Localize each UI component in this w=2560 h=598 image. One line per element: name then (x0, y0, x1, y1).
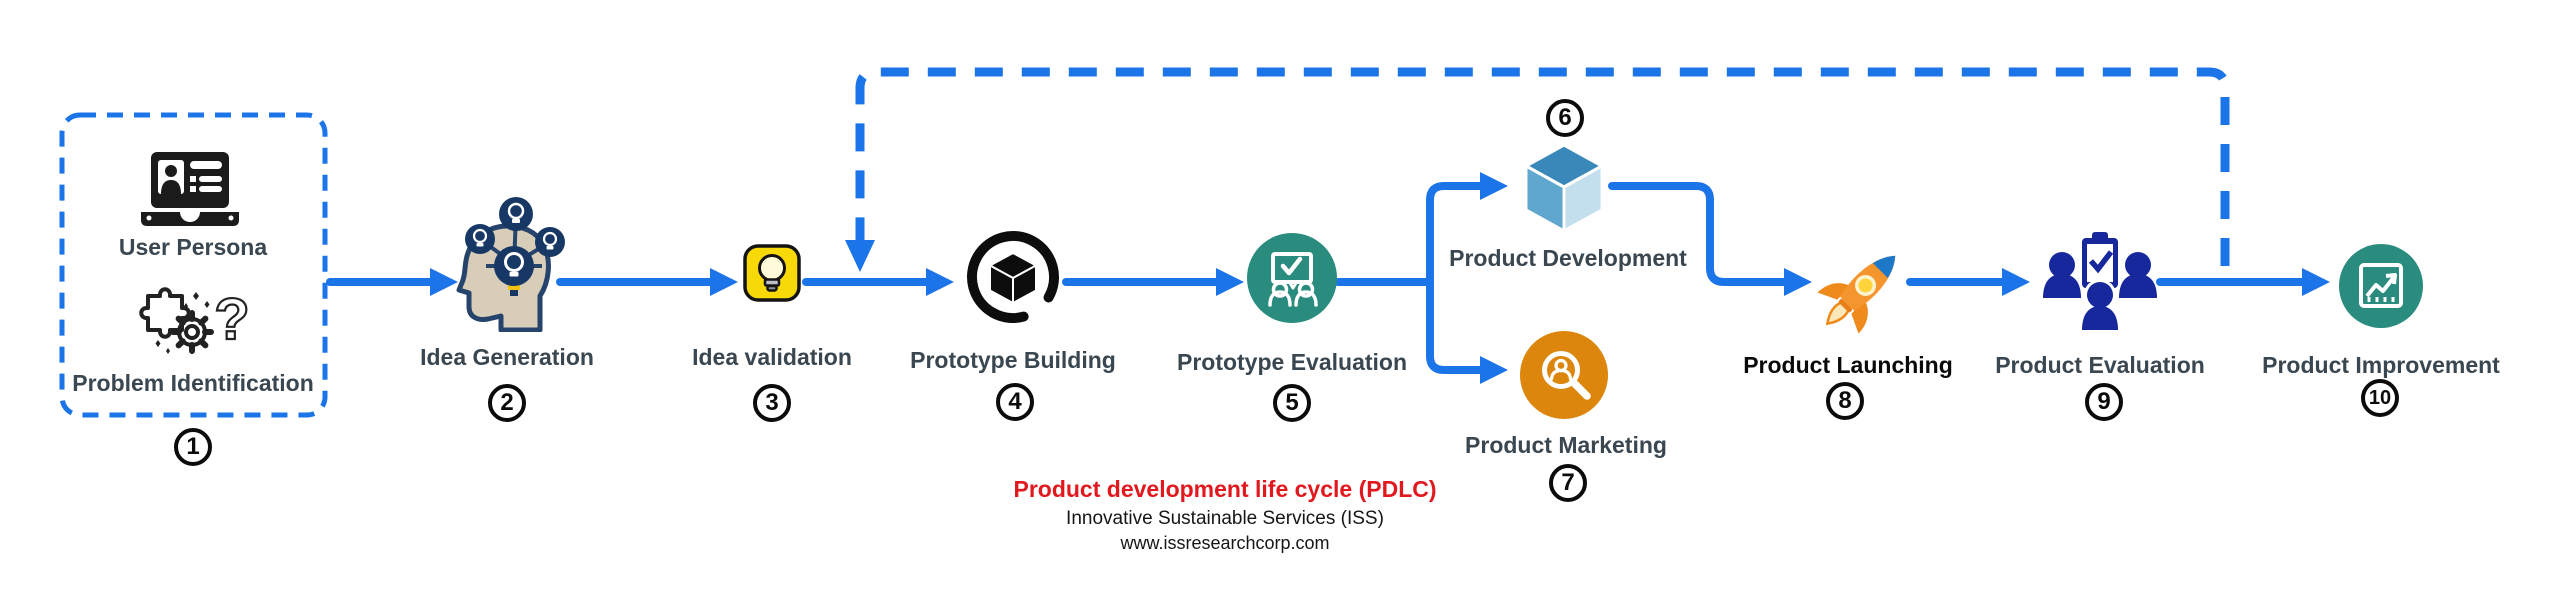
head-lightbulbs-icon (450, 186, 566, 337)
blue-cube-icon (1522, 141, 1606, 238)
arrowhead (1784, 268, 1812, 296)
arrowhead (2002, 268, 2030, 296)
laptop-profile-icon (135, 150, 245, 235)
svg-text:?: ? (214, 287, 248, 352)
growth-chart-icon (2339, 244, 2423, 333)
development-to-launch-line (1608, 182, 1788, 286)
magnifier-person-icon (1520, 331, 1608, 424)
step-number-3: 3 (753, 384, 791, 422)
label-user-persona: User Persona (118, 234, 268, 260)
cube-ring-icon (963, 227, 1063, 332)
arrowhead (1216, 268, 1244, 296)
label-prototype-evaluation: Prototype Evaluation (1176, 349, 1408, 375)
arrowhead (2302, 268, 2330, 296)
arrowhead (430, 268, 458, 296)
label-problem-identification: Problem Identification (72, 370, 314, 396)
label-product-development: Product Development (1449, 245, 1687, 271)
branch-up-line (1426, 182, 1484, 286)
puzzle-gear-question-icon: ? (136, 282, 251, 365)
team-checkboard-icon (1247, 233, 1337, 328)
arrowhead (926, 268, 954, 296)
step-number-8: 8 (1826, 382, 1864, 420)
step-number-2: 2 (488, 384, 526, 422)
rocket-icon (1814, 239, 1910, 340)
step-number-9: 9 (2085, 383, 2123, 421)
arrowhead (710, 268, 738, 296)
branch-down-line (1426, 278, 1484, 374)
step-number-10: 10 (2361, 379, 2399, 417)
label-idea-validation: Idea validation (692, 344, 852, 370)
label-product-improvement: Product Improvement (2262, 352, 2500, 378)
step-number-4: 4 (996, 383, 1034, 421)
step-number-6: 6 (1546, 99, 1584, 137)
arrowhead (1480, 172, 1508, 200)
step-number-5: 5 (1273, 384, 1311, 422)
label-prototype-building: Prototype Building (910, 347, 1116, 373)
team-clipboard-icon (2041, 228, 2159, 339)
discovery-group-box (59, 112, 328, 418)
feedback-arrowhead (845, 240, 875, 272)
diagram-title: Product development life cycle (PDLC) (1013, 476, 1437, 502)
label-product-launching: Product Launching (1743, 352, 1953, 378)
label-product-evaluation: Product Evaluation (1995, 352, 2205, 378)
footer-block: Product development life cycle (PDLC) In… (1013, 476, 1436, 554)
step-number-1: 1 (174, 428, 212, 466)
arrowhead (1480, 356, 1508, 384)
step-number-7: 7 (1549, 464, 1587, 502)
label-product-marketing: Product Marketing (1465, 432, 1667, 458)
label-idea-generation: Idea Generation (420, 344, 594, 370)
lightbulb-badge-icon (742, 243, 802, 308)
feedback-loop-line (855, 67, 2230, 266)
organization-name: Innovative Sustainable Services (ISS) (1066, 508, 1384, 529)
website-url: www.issresearchcorp.com (1120, 533, 1330, 553)
